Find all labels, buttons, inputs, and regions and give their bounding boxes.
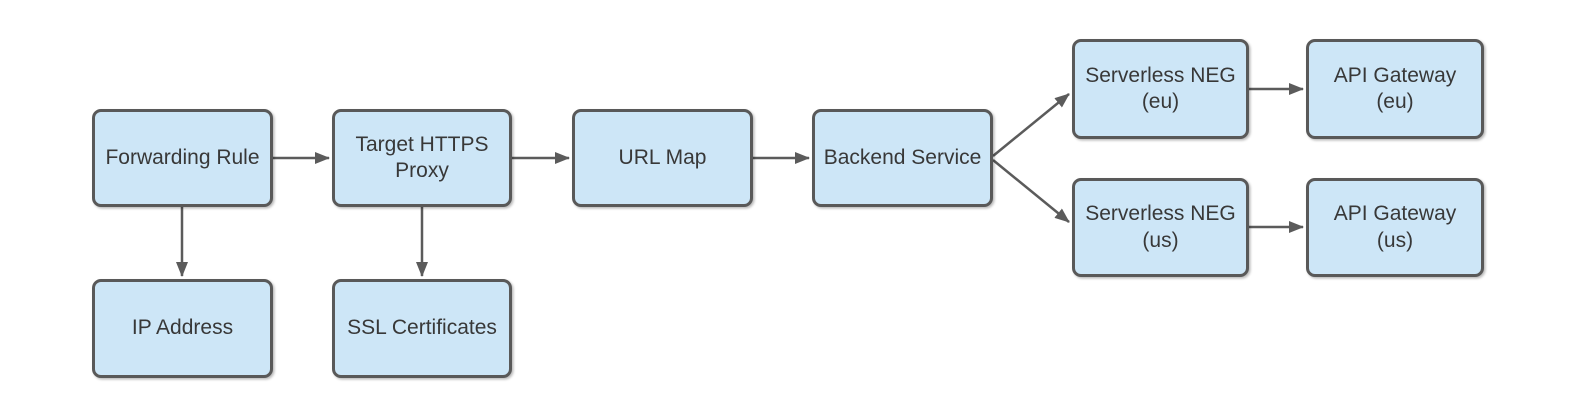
node-ip-address-label: IP Address xyxy=(131,316,234,340)
node-api-gateway-us-label: API Gateway (us) xyxy=(1333,202,1457,252)
node-forwarding-rule-label: Forwarding Rule xyxy=(105,145,260,169)
node-api-gateway-eu-label: API Gateway (eu) xyxy=(1333,63,1457,113)
node-api-gateway-eu: API Gateway (eu) xyxy=(1306,39,1484,139)
node-forwarding-rule: Forwarding Rule xyxy=(92,109,273,207)
node-api-gateway-us: API Gateway (us) xyxy=(1306,178,1484,277)
node-ssl-certificates-label: SSL Certificates xyxy=(347,316,497,340)
node-backend-service-label: Backend Service xyxy=(823,145,982,169)
arrow-backend-service-to-serverless-neg-eu xyxy=(992,93,1070,157)
node-serverless-neg-us: Serverless NEG (us) xyxy=(1072,178,1249,277)
node-url-map: URL Map xyxy=(572,109,753,207)
node-ip-address: IP Address xyxy=(92,279,273,378)
node-target-https-proxy-label: Target HTTPS Proxy xyxy=(355,132,489,182)
node-ssl-certificates: SSL Certificates xyxy=(332,279,512,378)
node-serverless-neg-us-label: Serverless NEG (us) xyxy=(1085,202,1236,252)
arrow-backend-service-to-serverless-neg-us xyxy=(992,159,1070,223)
node-backend-service: Backend Service xyxy=(812,109,993,207)
node-serverless-neg-eu-label: Serverless NEG (eu) xyxy=(1085,63,1236,113)
node-target-https-proxy: Target HTTPS Proxy xyxy=(332,109,512,207)
node-serverless-neg-eu: Serverless NEG (eu) xyxy=(1072,39,1249,139)
node-url-map-label: URL Map xyxy=(618,145,707,169)
